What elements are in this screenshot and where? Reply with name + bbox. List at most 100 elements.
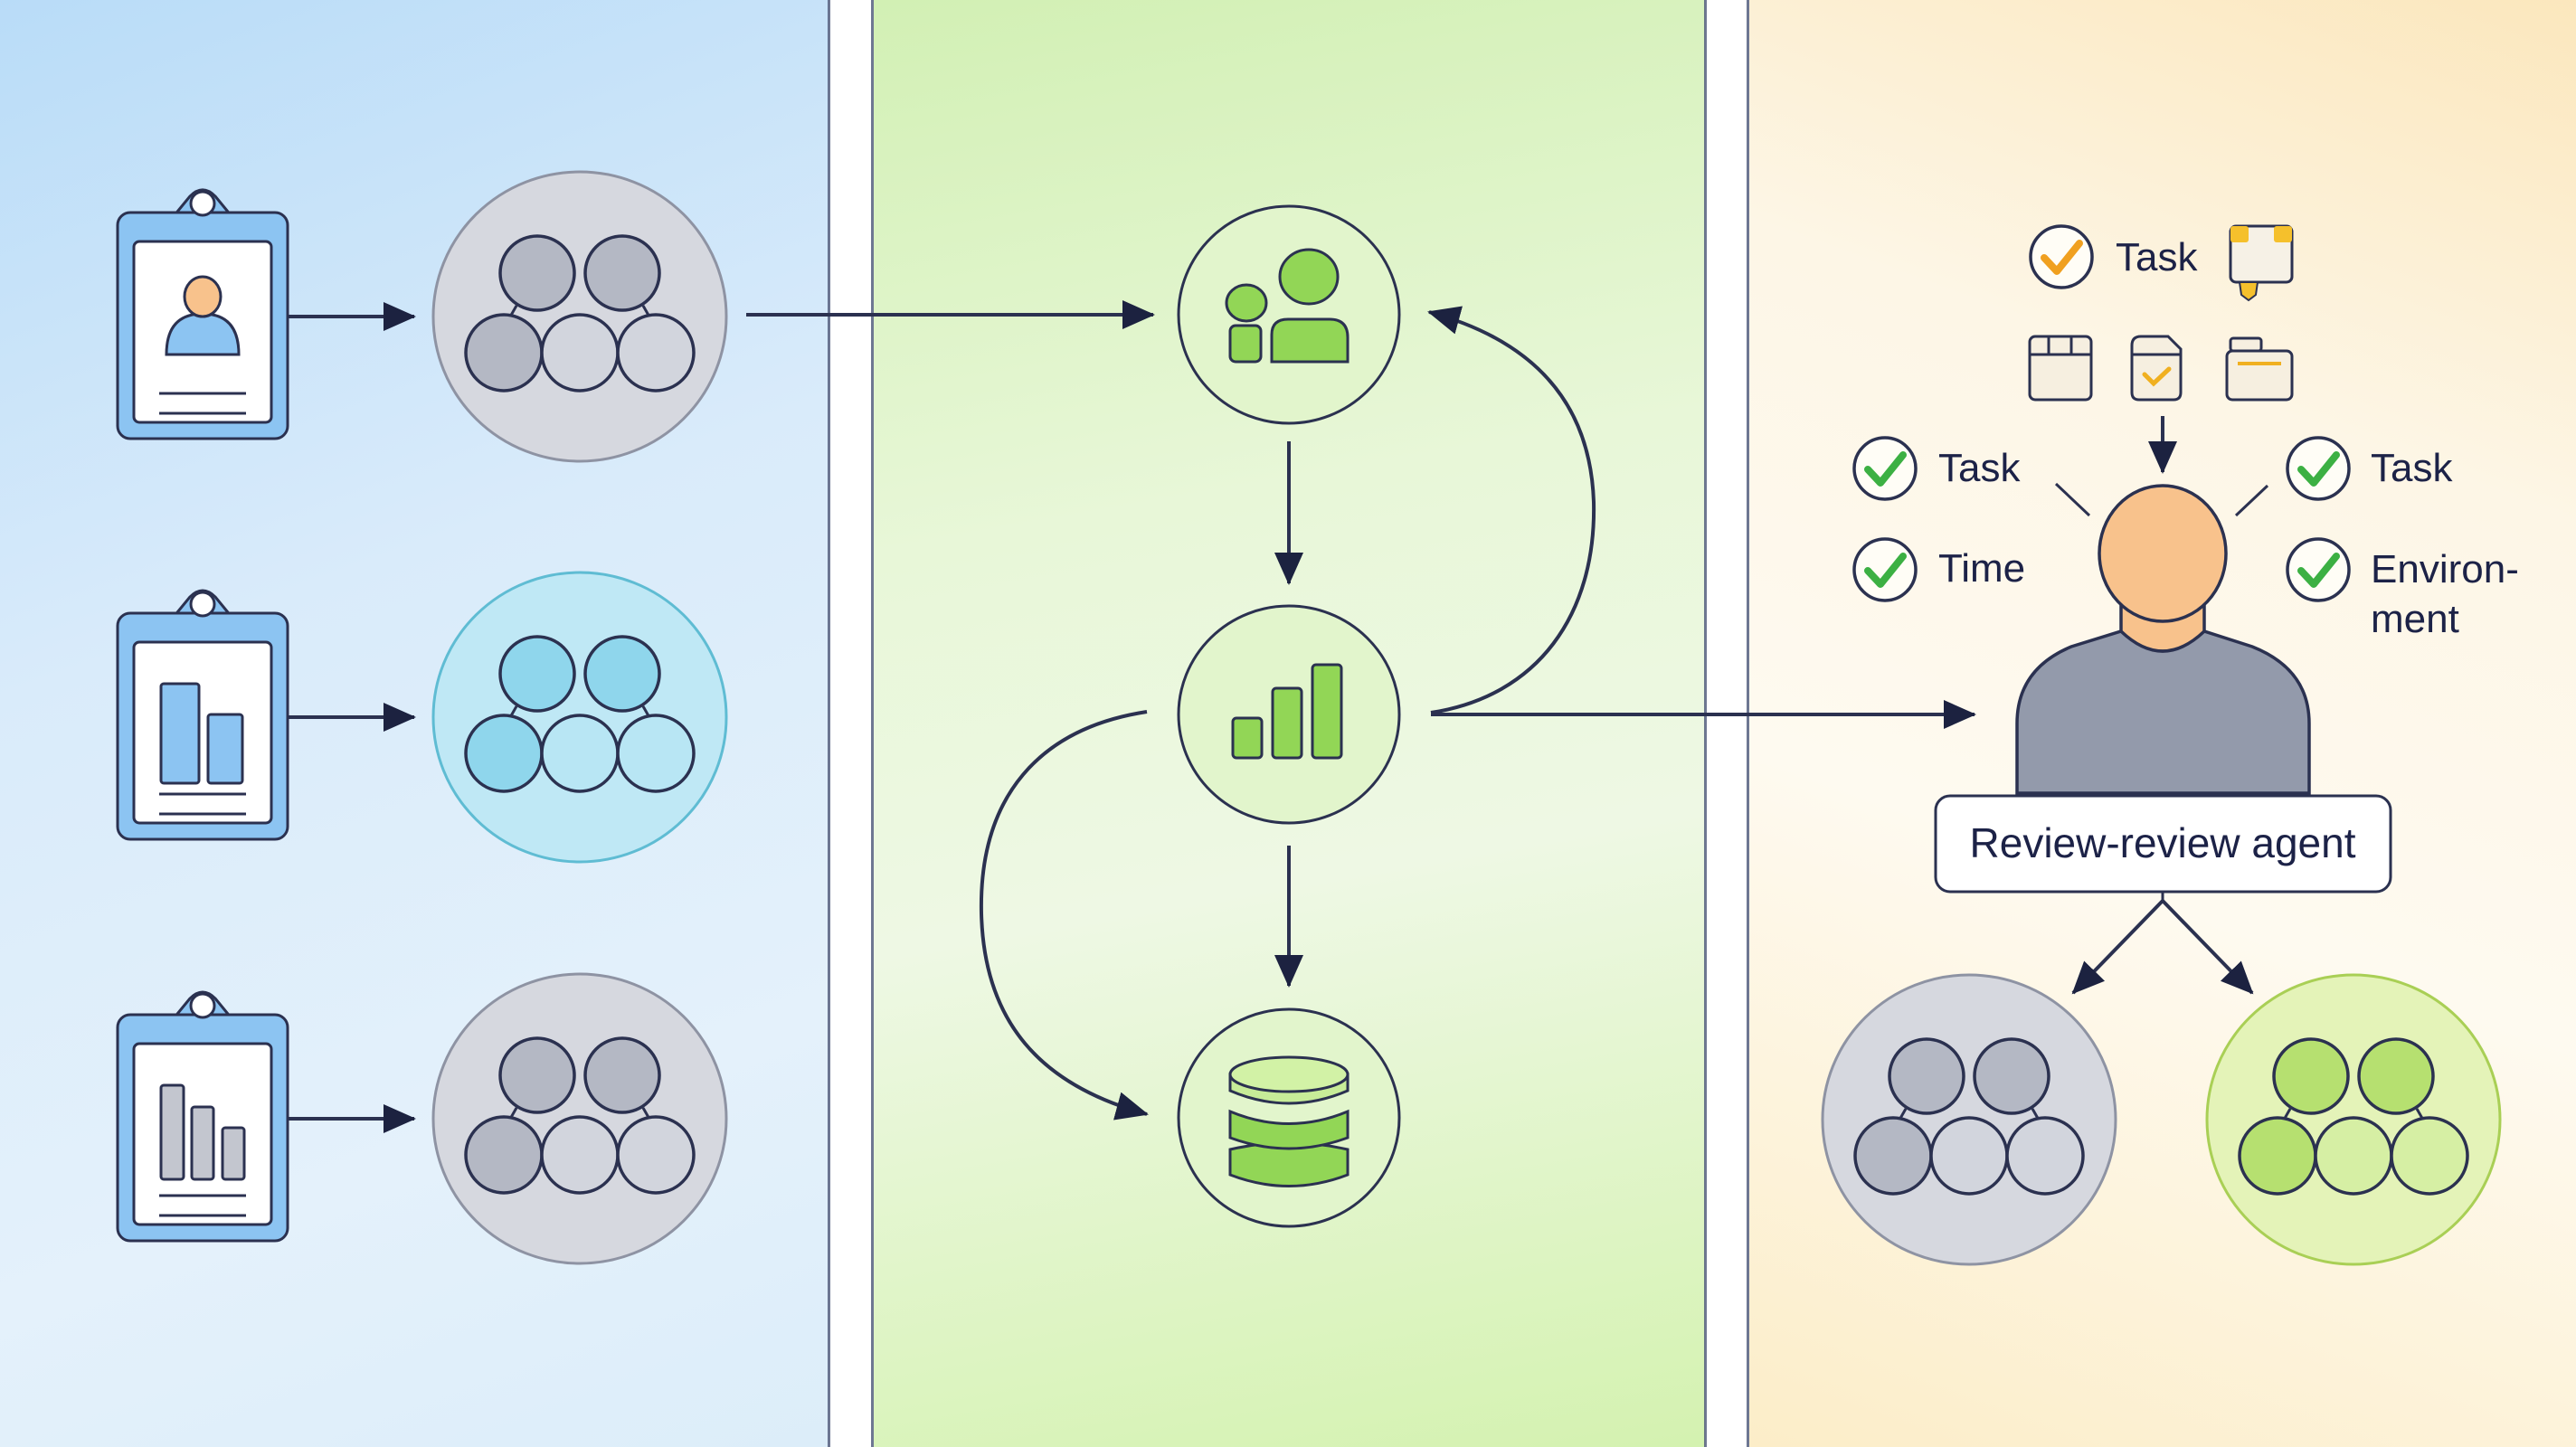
cluster-node (583, 234, 661, 312)
agent-label-box: Review-review agent (1934, 794, 2392, 894)
briefcase-handle (2229, 336, 2263, 353)
left-task-label: Task (1938, 446, 2021, 490)
cluster-node (2357, 1037, 2435, 1115)
check-circle (2286, 537, 2351, 602)
output-cluster-gray (1821, 973, 2117, 1266)
folder-check-mark (2142, 366, 2172, 387)
bar (159, 1083, 185, 1181)
check-mark (1864, 451, 1907, 487)
sticky-note-icon (2229, 224, 2294, 302)
agent-cluster-gray (431, 972, 728, 1265)
id-badge-person-icon (116, 188, 289, 440)
check-icon-green (1852, 436, 1918, 501)
node-circle (1177, 1007, 1401, 1228)
db-top (1228, 1055, 1350, 1093)
check-mark (1864, 553, 1907, 588)
bar (1271, 686, 1303, 760)
reviewer-agent-avatar (2015, 484, 2311, 795)
cluster-node (540, 714, 620, 793)
environment-label-line1: Environ- (2371, 547, 2519, 591)
id-badge-descending-bars-icon (116, 990, 289, 1243)
cluster-node (2005, 1116, 2085, 1196)
check-icon-green (1852, 537, 1918, 602)
panel-divider (1704, 0, 1707, 1447)
note-tab (2230, 226, 2249, 242)
cluster-node (464, 313, 544, 392)
person-head (183, 275, 223, 318)
cluster-node (540, 313, 620, 392)
cluster-node (1973, 1037, 2050, 1115)
arrow-to-green-cluster (2161, 899, 2254, 995)
user-body-small (1228, 324, 1263, 364)
bar (1231, 716, 1264, 760)
descending-bars-icon (159, 1083, 246, 1181)
top-task-label: Task (2116, 235, 2198, 279)
feedback-arrow-chart-to-users (1427, 306, 1596, 714)
cluster-node (2272, 1037, 2350, 1115)
folder-body (2130, 335, 2183, 402)
cluster-node (464, 714, 544, 793)
cluster-node (498, 234, 576, 312)
check-icon-green (2286, 537, 2351, 602)
note-pin (2238, 281, 2259, 302)
cluster-node (2390, 1116, 2469, 1196)
cluster-node (2314, 1116, 2393, 1196)
agent-head (2098, 484, 2228, 623)
bar (159, 682, 201, 785)
note-tab (2274, 226, 2292, 242)
panel-divider (828, 0, 830, 1447)
user-head-small (1225, 283, 1268, 323)
briefcase-body (2225, 349, 2294, 402)
cluster-node (2238, 1116, 2317, 1196)
user-body-large (1270, 317, 1350, 364)
check-icon-orange (2029, 224, 2094, 289)
node-users (1177, 204, 1401, 425)
ray-line (2054, 482, 2091, 517)
check-mark (2041, 240, 2083, 275)
agent-cluster-gray (431, 170, 728, 463)
check-mark (2297, 451, 2340, 487)
bar (190, 1105, 215, 1181)
id-badge-bar-chart-icon (116, 589, 289, 841)
cluster-node (498, 635, 576, 713)
cluster-node (540, 1115, 620, 1195)
cluster-node (498, 1036, 576, 1114)
time-label: Time (1938, 546, 2025, 591)
check-icon-green (2286, 436, 2351, 501)
check-circle (1852, 436, 1918, 501)
cluster-node (616, 1115, 696, 1195)
right-task-label: Task (2371, 446, 2453, 490)
panel-divider (871, 0, 874, 1447)
node-bar-chart (1177, 604, 1401, 825)
folder-check-icon (2130, 335, 2183, 402)
agent-cluster-cyan (431, 571, 728, 864)
check-circle (2029, 224, 2094, 289)
node-circle (1177, 204, 1401, 425)
badge-hole (189, 591, 216, 618)
bar-chart-icon (1231, 663, 1343, 760)
bar (1311, 663, 1343, 760)
cluster-node (616, 313, 696, 392)
badge-card (132, 640, 273, 825)
badge-hole (189, 992, 216, 1019)
arrow-to-gray-cluster (2071, 899, 2164, 995)
agent-body (2015, 629, 2311, 795)
arrow-chart-to-database-bypass (979, 710, 1149, 1121)
environment-label-line2: ment (2371, 597, 2459, 641)
agent-label: Review-review agent (1970, 819, 2356, 866)
bar-chart-icon (159, 682, 244, 785)
cluster-node (1888, 1037, 1965, 1115)
users-icon (1225, 248, 1350, 364)
bar (221, 1126, 246, 1181)
cluster-node (1929, 1116, 2009, 1196)
bar (206, 713, 244, 785)
cluster-node (1853, 1116, 1933, 1196)
check-circle (2286, 436, 2351, 501)
db-disk (1228, 1109, 1350, 1150)
folder-tabs-icon (2028, 335, 2093, 402)
database-icon (1228, 1055, 1350, 1187)
user-head-large (1278, 248, 1340, 306)
folder-body (2028, 335, 2093, 402)
check-mark (2297, 553, 2340, 588)
